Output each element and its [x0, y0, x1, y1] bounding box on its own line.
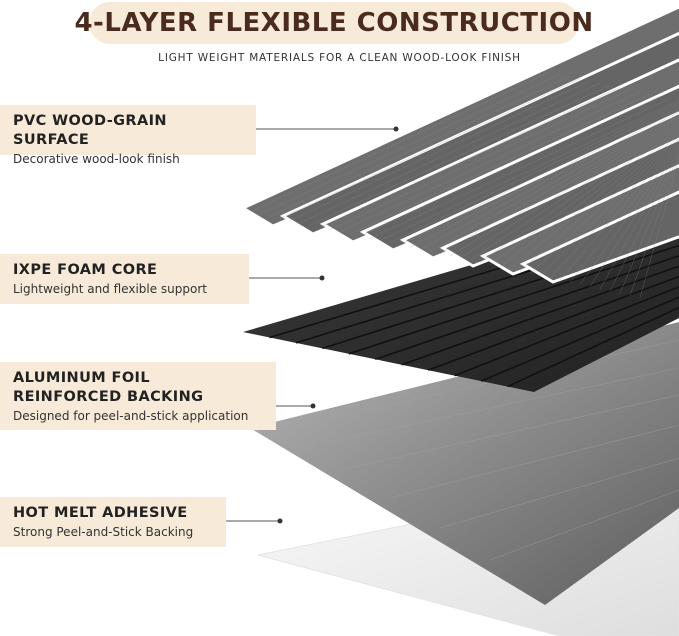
label-title: IXPE FOAM CORE: [13, 262, 158, 278]
grain-line: [619, 153, 679, 294]
grain-line: [459, 117, 679, 259]
foam-groove: [401, 265, 679, 366]
label-description: Designed for peel-and-stick application: [13, 409, 249, 423]
grain-line: [609, 151, 679, 292]
grain-line: [559, 140, 679, 281]
grain-line: [439, 113, 679, 255]
grain-line: [259, 73, 561, 215]
label-title: PVC WOOD-GRAIN SURFACE: [13, 113, 167, 148]
grain-line: [309, 84, 611, 226]
grain-line: [399, 104, 679, 246]
grain-line: [299, 82, 601, 224]
grain-line: [539, 135, 679, 276]
wood-plank: [479, 163, 679, 276]
grain-line: [579, 144, 679, 285]
grain-line: [589, 146, 679, 287]
grain-line: [639, 157, 679, 298]
wood-plank: [519, 190, 679, 284]
grain-line: [279, 78, 581, 219]
title-banner: 4-LAYER FLEXIBLE CONSTRUCTION: [74, 2, 593, 44]
label-pvc-surface: PVC WOOD-GRAIN SURFACE Decorative wood-l…: [0, 105, 256, 166]
grain-line: [319, 87, 621, 228]
foam-groove: [427, 275, 679, 371]
grain-line: [509, 129, 679, 270]
page-subtitle: LIGHT WEIGHT MATERIALS FOR A CLEAN WOOD-…: [158, 52, 521, 64]
foam-groove: [348, 244, 679, 355]
grain-line: [379, 100, 679, 241]
label-title: ALUMINUM FOIL REINFORCED BACKING: [13, 370, 204, 405]
grain-line: [519, 131, 679, 272]
label-description: Lightweight and flexible support: [13, 282, 207, 296]
label-description: Strong Peel-and-Stick Backing: [13, 525, 194, 539]
grain-line: [479, 122, 679, 263]
wood-plank: [279, 31, 679, 236]
grain-line: [599, 148, 679, 290]
grain-line: [569, 142, 679, 283]
page-title: 4-LAYER FLEXIBLE CONSTRUCTION: [74, 8, 594, 38]
grain-line: [549, 137, 679, 279]
wood-plank: [319, 58, 679, 244]
grain-line: [389, 102, 679, 244]
foam-groove: [454, 286, 679, 377]
grain-line: [429, 111, 679, 252]
grain-line: [449, 115, 679, 257]
grain-line: [249, 71, 551, 213]
grain-line: [349, 93, 651, 235]
grain-line: [469, 120, 679, 261]
grain-line: [369, 98, 671, 239]
grain-line: [289, 80, 591, 222]
grain-line: [489, 124, 679, 266]
grain-line: [419, 109, 679, 250]
grain-line: [339, 91, 641, 233]
label-description: Decorative wood-look finish: [13, 152, 180, 166]
label-ixpe-foam: IXPE FOAM CORE Lightweight and flexible …: [0, 254, 249, 304]
grain-line: [409, 106, 679, 248]
grain-line: [529, 133, 679, 274]
grain-line: [269, 76, 571, 217]
label-hot-melt-adhesive: HOT MELT ADHESIVE Strong Peel-and-Stick …: [0, 497, 226, 547]
grain-line: [629, 155, 679, 296]
foam-groove: [480, 296, 679, 382]
label-title: HOT MELT ADHESIVE: [13, 505, 188, 521]
grain-line: [359, 95, 661, 237]
wood-plank: [439, 137, 679, 268]
label-aluminum-foil: ALUMINUM FOIL REINFORCED BACKING Designe…: [0, 362, 276, 430]
grain-line: [499, 126, 679, 268]
foam-groove: [507, 306, 679, 388]
grain-line: [329, 89, 631, 230]
foil-layer: [250, 322, 679, 605]
